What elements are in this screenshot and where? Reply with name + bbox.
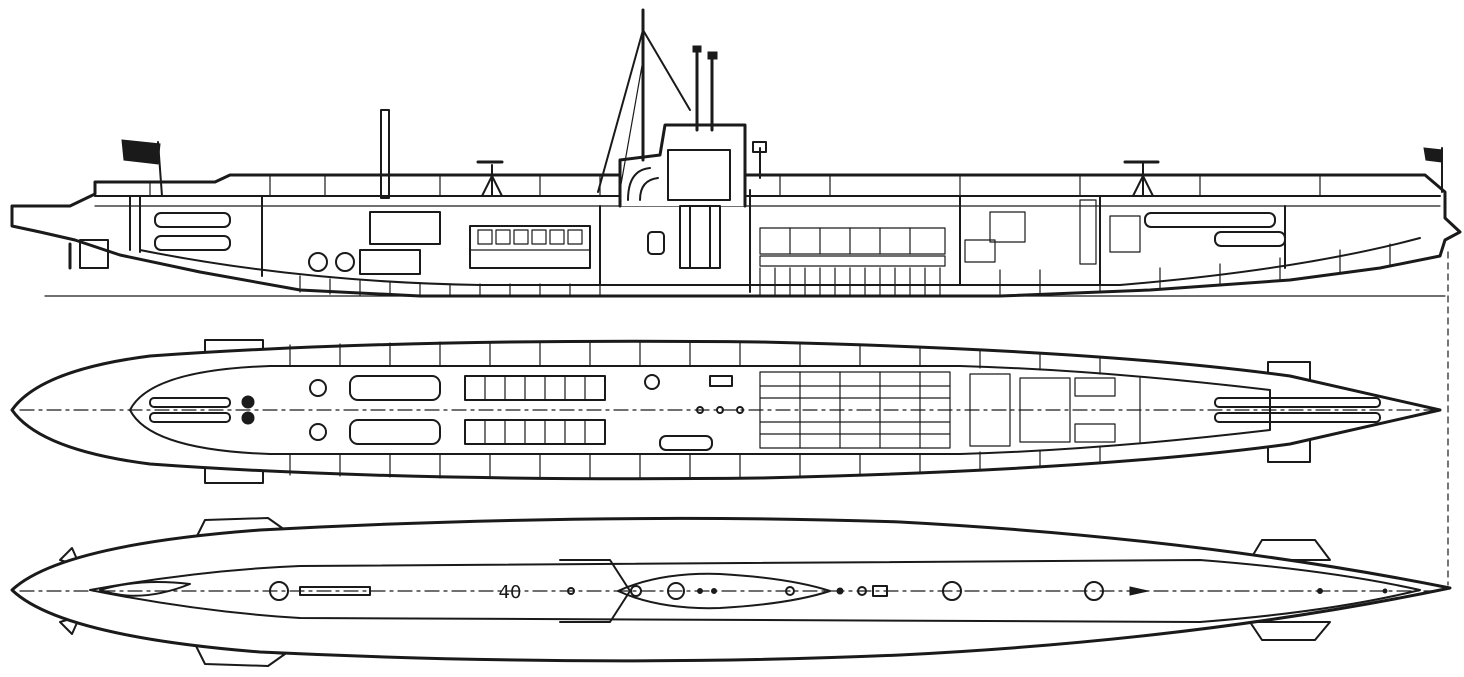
deck-bow-hydroplane-bottom <box>1249 621 1331 641</box>
fore-bollard-1 <box>836 587 844 595</box>
side-elevation-view <box>10 8 1462 298</box>
bow-hatch <box>1084 581 1104 601</box>
deck-bow-hydroplane-top <box>1249 539 1331 561</box>
plan-electric-motors <box>309 375 441 445</box>
bulkheads <box>139 189 1286 293</box>
exhaust-grating <box>299 586 371 596</box>
stern-torpedo-tubes <box>1144 212 1286 247</box>
exhaust-stack <box>380 109 390 199</box>
deck-fitting <box>872 585 888 597</box>
ballast-tank-divisions <box>289 341 1101 479</box>
plan-bow-tubes <box>1214 397 1381 423</box>
battery-compartment <box>759 227 946 267</box>
rudder-propeller <box>68 195 131 270</box>
plan-control-room <box>644 374 744 451</box>
bow-arrow <box>1129 586 1149 596</box>
plan-stern-tubes <box>149 395 255 425</box>
tower-fitting <box>630 585 642 597</box>
side-hull-outline <box>10 173 1462 298</box>
forward-hatch <box>942 581 962 601</box>
periscope-base-2 <box>697 588 703 594</box>
conning-tower <box>618 123 747 269</box>
bow-fitting-2 <box>1382 588 1388 594</box>
stern-flag <box>121 139 163 197</box>
bow-torpedo-tubes <box>154 212 231 251</box>
fore-deck-gun <box>1123 160 1160 197</box>
plan-forward-compartments <box>969 373 1141 447</box>
deck-conning-tower <box>617 572 831 610</box>
periscopes <box>692 45 718 132</box>
bow-flag <box>1423 147 1443 193</box>
deck-stern-cone <box>99 581 191 597</box>
electric-motors <box>308 211 441 275</box>
periscope-base-3 <box>711 588 717 594</box>
tower-hatch <box>785 586 795 596</box>
hull-number: 40 <box>499 582 522 603</box>
periscope-base-1 <box>667 582 685 600</box>
radio-mast <box>597 8 691 193</box>
top-deck-view: 40 <box>10 516 1452 667</box>
deck-hull-outline <box>10 516 1452 663</box>
aft-deck-gun <box>476 160 504 197</box>
plan-diesel-engines <box>464 375 606 445</box>
aft-hatch <box>269 581 289 601</box>
plan-battery-cells <box>759 371 951 449</box>
plan-section-view <box>10 339 1442 484</box>
aft-bollard <box>567 587 575 595</box>
forward-compartment-fittings <box>964 199 1141 265</box>
ventilator <box>752 141 767 179</box>
deck-casing-outline <box>89 559 1421 623</box>
bow-fitting-1 <box>1317 588 1323 594</box>
diesel-engines <box>469 225 591 269</box>
fore-bollard-2 <box>857 586 867 596</box>
